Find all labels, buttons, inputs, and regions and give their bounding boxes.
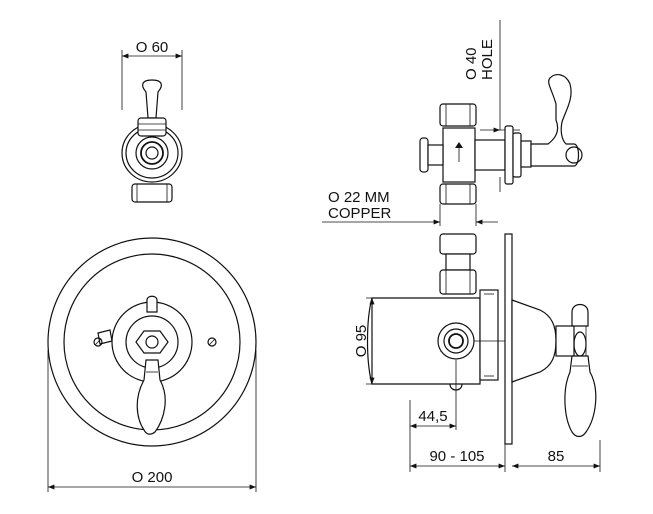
dim-handle-projection: 85 bbox=[548, 448, 565, 465]
dim-hole-label: HOLE bbox=[479, 39, 496, 80]
dim-top-width: O 60 bbox=[136, 39, 169, 56]
top-view: O 60 bbox=[121, 39, 183, 203]
dim-depth-range: 90 - 105 bbox=[429, 448, 484, 465]
dim-pipe-size: O 22 MM bbox=[328, 189, 390, 206]
front-view: O 200 bbox=[47, 237, 257, 492]
dim-offset: 44,5 bbox=[418, 408, 447, 425]
dim-hole-diameter: O 40 bbox=[463, 47, 480, 80]
dim-plate-diameter: O 200 bbox=[132, 469, 173, 486]
side-view-upper: O 40 HOLE O 22 MM COPPER bbox=[322, 20, 583, 226]
dim-body-height: O 95 bbox=[353, 325, 370, 358]
dim-pipe-material: COPPER bbox=[328, 205, 392, 222]
side-view-lower: O 95 44,5 90 - 105 85 bbox=[353, 233, 601, 472]
